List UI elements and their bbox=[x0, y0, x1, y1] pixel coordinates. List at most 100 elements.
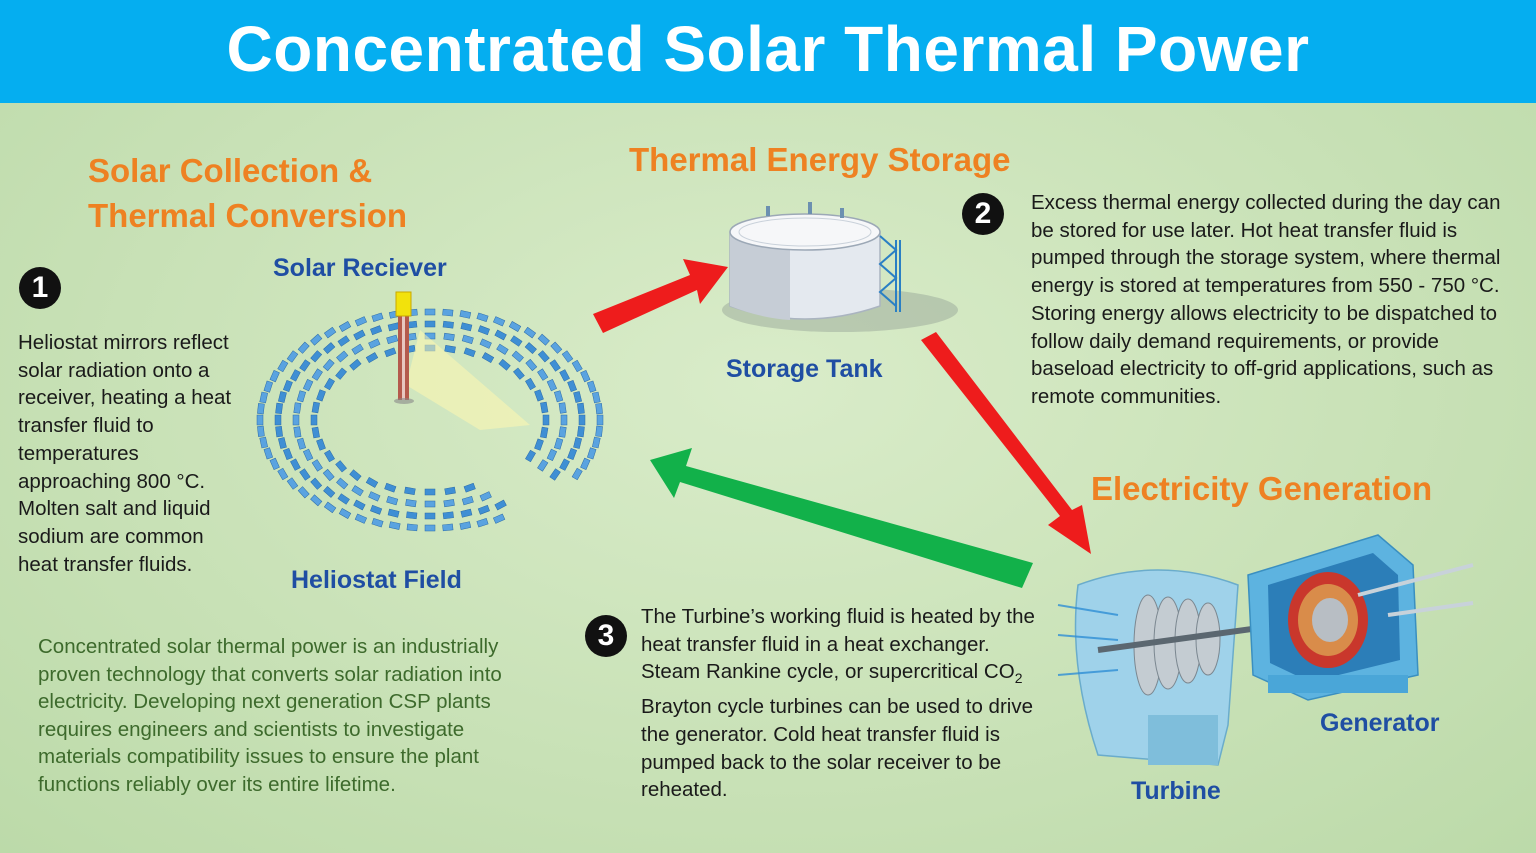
heliostat-mirror bbox=[277, 437, 287, 449]
arrow-return-to-receiver bbox=[650, 448, 1033, 588]
heliostat-mirror bbox=[275, 425, 283, 438]
heliostat-mirror bbox=[463, 482, 476, 493]
heliostat-mirror bbox=[337, 335, 350, 347]
heliostat-mirror bbox=[477, 504, 490, 515]
heliostat-mirror bbox=[461, 495, 474, 506]
heliostat-mirror bbox=[443, 499, 455, 508]
heliostat-mirror bbox=[540, 426, 549, 439]
heliostat-mirror bbox=[442, 308, 454, 317]
heliostat-mirror bbox=[293, 426, 302, 438]
heliostat-mirror bbox=[424, 320, 436, 328]
heliostat-mirror bbox=[481, 352, 495, 364]
heliostat-mirror bbox=[459, 310, 472, 319]
heliostat-mirror bbox=[476, 517, 489, 528]
step-3-text-part1: The Turbine’s working fluid is heated by… bbox=[641, 605, 1035, 684]
heliostat-mirror bbox=[537, 459, 549, 472]
heliostat-mirror bbox=[561, 350, 574, 363]
heliostat-mirror bbox=[558, 402, 567, 414]
step-2-description: Excess thermal energy collected during t… bbox=[1031, 191, 1501, 408]
heliostat-mirror bbox=[540, 401, 549, 414]
heliostat-mirror bbox=[316, 389, 326, 402]
section-title-line2: Thermal Conversion bbox=[88, 197, 408, 234]
heliostat-mirror bbox=[442, 511, 454, 520]
heliostat-mirror bbox=[353, 499, 366, 511]
step-3-badge: 3 bbox=[585, 615, 627, 657]
heliostat-mirror bbox=[553, 390, 564, 403]
solar-receiver-label: Solar Reciever bbox=[273, 254, 447, 282]
heliostat-mirror bbox=[371, 312, 384, 323]
heliostat-mirror bbox=[595, 403, 603, 415]
heliostat-mirror bbox=[277, 391, 287, 403]
heliostat-mirror bbox=[537, 350, 550, 363]
section-title-solar-collection: Solar Collection & Thermal Conversion bbox=[88, 148, 407, 238]
heliostat-mirror bbox=[442, 523, 454, 532]
heliostat-mirror bbox=[338, 321, 352, 332]
heliostat-mirror bbox=[371, 517, 384, 528]
section-title-line1: Solar Collection & bbox=[88, 152, 373, 189]
heliostat-mirror bbox=[336, 477, 349, 490]
heliostat-mirror bbox=[322, 358, 335, 372]
heliostat-mirror bbox=[302, 378, 314, 392]
heliostat-mirror bbox=[406, 523, 418, 532]
heliostat-mirror bbox=[386, 334, 399, 345]
heliostat-mirror bbox=[577, 425, 585, 438]
heliostat-mirror bbox=[460, 508, 473, 518]
heliostat-mirror bbox=[286, 477, 299, 490]
heliostat-mirror bbox=[406, 511, 418, 520]
heliostat-mirror bbox=[405, 499, 417, 508]
heliostat-field-label: Heliostat Field bbox=[291, 566, 462, 594]
heliostat-mirror bbox=[269, 457, 280, 471]
heliostat-mirror bbox=[292, 414, 300, 426]
heliostat-mirror bbox=[549, 359, 561, 372]
heliostat-mirror bbox=[322, 468, 335, 482]
heliostat-mirror bbox=[277, 359, 289, 373]
heliostat-mirror bbox=[257, 403, 265, 415]
heliostat-mirror bbox=[444, 486, 456, 496]
heliostat-mirror bbox=[424, 308, 436, 316]
heliostat-mirror bbox=[310, 494, 323, 507]
heliostat-mirror bbox=[335, 460, 347, 473]
heliostat-mirror bbox=[299, 359, 311, 372]
heliostat-mirror bbox=[592, 391, 601, 404]
heliostat-mirror bbox=[335, 367, 347, 380]
step-1-description: Heliostat mirrors reflect solar radiatio… bbox=[18, 331, 232, 576]
heliostat-mirror bbox=[274, 414, 282, 426]
heliostat-mirror bbox=[510, 335, 523, 347]
generator-label: Generator bbox=[1320, 709, 1440, 737]
receiver-tower-icon bbox=[394, 291, 530, 430]
heliostat-mirror bbox=[549, 468, 561, 481]
heliostat-mirror bbox=[542, 414, 550, 426]
storage-tank-label: Storage Tank bbox=[726, 355, 883, 383]
heliostat-mirror bbox=[424, 524, 436, 532]
heliostat-mirror bbox=[571, 467, 583, 481]
heliostat-mirror bbox=[479, 491, 492, 502]
heliostat-mirror bbox=[296, 437, 307, 450]
heliostat-rings bbox=[256, 308, 604, 532]
heliostat-mirror bbox=[263, 380, 274, 393]
summary-paragraph: Concentrated solar thermal power is an i… bbox=[38, 635, 502, 796]
heliostat-mirror bbox=[368, 338, 381, 349]
heliostat-mirror bbox=[323, 326, 337, 339]
section-title-electricity: Electricity Generation bbox=[1091, 470, 1433, 507]
heliostat-mirror bbox=[578, 414, 586, 426]
step-3-text-part2: Brayton cycle turbines can be used to dr… bbox=[641, 695, 1033, 802]
heliostat-mirror bbox=[323, 485, 336, 498]
heliostat-mirror bbox=[302, 448, 314, 462]
heliostat-mirror bbox=[571, 359, 583, 373]
heliostat-mirror bbox=[353, 329, 366, 341]
heliostat-mirror bbox=[525, 449, 536, 463]
heliostat-mirror bbox=[323, 342, 336, 355]
heliostat-mirror bbox=[558, 426, 567, 438]
heliostat-mirror bbox=[524, 342, 537, 355]
turbine-label: Turbine bbox=[1131, 777, 1221, 805]
heliostat-mirror bbox=[595, 425, 603, 437]
heliostat-mirror bbox=[546, 378, 558, 392]
heliostat-mirror bbox=[324, 377, 335, 391]
heliostat-mirror bbox=[311, 426, 320, 439]
heliostat-mirror bbox=[476, 312, 489, 323]
heliostat-mirror bbox=[311, 401, 320, 414]
heliostat-mirror bbox=[494, 499, 507, 511]
step-1-badge: 1 bbox=[19, 267, 61, 309]
heliostat-mirror bbox=[461, 334, 474, 345]
